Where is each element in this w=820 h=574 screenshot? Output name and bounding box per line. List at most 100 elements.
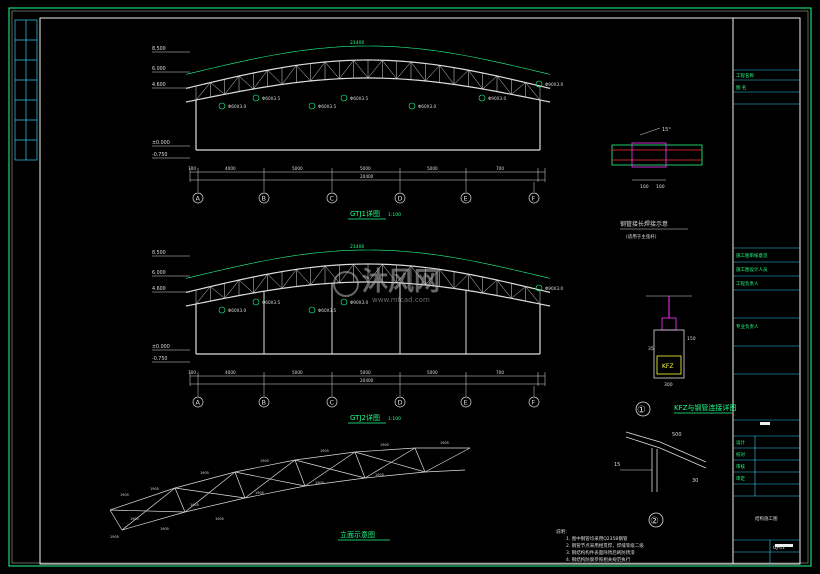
gtj2-elevation: 8.5006.0004.600±0.000-0.75021400Φ90X3.0Φ…: [152, 244, 563, 424]
web-diagonal: [210, 82, 225, 95]
elev-label: ±0.000: [152, 140, 170, 146]
member-label: Φ60X3.5: [262, 96, 280, 101]
axis-label: D: [398, 399, 403, 407]
svg-text:1905: 1905: [160, 527, 169, 531]
elevation-scale: 1:100: [388, 212, 401, 218]
gtj1-elevation: 8.5006.0004.600±0.000-0.75021400Φ90X3.0Φ…: [152, 40, 563, 220]
detail-pipe-splice: 15° 100 100 钢管接长焊接示意 (适用于主弦杆): [611, 127, 703, 240]
pipe-dim-b: 100: [656, 184, 665, 190]
detail-1-marker: ①: [637, 405, 646, 416]
tb-row-0: 工程名称: [736, 72, 754, 79]
tb-row-1: 图 名: [736, 84, 746, 91]
svg-text:1905: 1905: [320, 449, 329, 453]
web-diagonal: [410, 265, 426, 286]
web-diagonal: [496, 279, 512, 299]
svg-text:1905: 1905: [190, 503, 199, 507]
axis-label: A: [196, 195, 201, 203]
web-diagonal: [439, 65, 455, 85]
bottom-chord: [185, 77, 551, 103]
elevation-title: GTJ2详图: [350, 413, 380, 422]
axis-label: D: [398, 195, 403, 203]
web-diagonal: [353, 60, 369, 79]
bay-dim: 5000: [292, 370, 303, 375]
kfz-title: KFZ与钢管连接详图: [674, 403, 736, 412]
web-diagonal: [439, 269, 455, 289]
overall-dim: 20400: [360, 174, 374, 179]
svg-text:1905: 1905: [375, 473, 384, 477]
web-diagonal: [396, 61, 412, 79]
kfz-dim-c: 35: [648, 346, 654, 352]
watermark-url: www.mfcad.com: [372, 296, 430, 304]
web-diagonal: [253, 274, 268, 294]
kfz-dim-b: 150: [687, 336, 696, 342]
tb-row-5: 专业负责人: [736, 323, 759, 330]
web-diagonal: [382, 264, 397, 283]
kfz-tag: KFZ: [662, 363, 674, 370]
member-label: Φ60X3.0: [418, 104, 436, 109]
elev-label: -0.750: [152, 152, 167, 158]
elev-label: 8.500: [152, 46, 166, 52]
axis-label: C: [330, 399, 335, 407]
svg-text:1905: 1905: [120, 493, 129, 497]
web-diagonal: [195, 82, 211, 101]
detail-2-dim-a: 15: [614, 462, 620, 468]
web-diagonal: [310, 61, 326, 82]
elev-label: 6.000: [152, 66, 166, 72]
web-diagonal: [367, 264, 383, 283]
svg-text:1905: 1905: [315, 481, 324, 485]
tb-row-8: 审核: [736, 463, 745, 470]
member-label: Φ90X3.0: [545, 82, 563, 87]
web-diagonal: [224, 75, 240, 95]
web-diagonal: [281, 269, 297, 289]
elev-label: 4.600: [152, 286, 166, 292]
web-diagonal: [496, 75, 512, 95]
member-node-marker: [252, 94, 260, 102]
bay-dim: 5000: [427, 370, 438, 375]
web-diagonal: [324, 265, 340, 283]
member-label: Φ60X3.0: [228, 308, 246, 313]
notes-heading: 说明：: [556, 528, 570, 535]
note-3: 3. 钢结构构件表面除锈后刷防锈漆: [566, 549, 635, 556]
axis-bubble: [326, 192, 338, 204]
detail-2-marker: ②: [650, 516, 659, 527]
bay-dim: 5000: [360, 370, 371, 375]
elev-label: 4.600: [152, 82, 166, 88]
axis-label: F: [532, 195, 536, 203]
watermark: 沐风网 www.mfcad.com: [333, 267, 440, 304]
note-4: 4. 钢结构防腐参照相关规范执行: [566, 556, 631, 563]
web-diagonal: [210, 286, 225, 299]
bottom-chord: [185, 281, 551, 307]
svg-text:1905: 1905: [255, 491, 264, 495]
tb-drawing-no: GJ-01: [773, 545, 785, 551]
web-diagonal: [511, 82, 526, 95]
web-diagonal: [310, 265, 326, 286]
axis-bubble: [460, 396, 472, 408]
bay-dim: 5000: [292, 166, 303, 171]
web-diagonal: [267, 273, 283, 289]
axis-bubble: [394, 192, 406, 204]
watermark-text: 沐风网: [362, 267, 440, 297]
web-diagonal: [396, 265, 412, 283]
elev-label: 8.500: [152, 250, 166, 256]
pipe-dim-a: 100: [640, 184, 649, 190]
web-diagonal: [425, 269, 440, 286]
kfz-dim-a: 300: [664, 382, 673, 388]
note-2: 2. 钢管节点采用相贯焊，焊缝等级二级: [566, 542, 644, 549]
span-dim-arc: [185, 249, 551, 279]
member-node-marker: [535, 80, 543, 88]
axis-bubble: [460, 192, 472, 204]
web-diagonal: [324, 61, 340, 79]
axis-bubble: [528, 192, 540, 204]
svg-text:1905: 1905: [440, 441, 449, 445]
title-block: 工程名称 图 名 施工图审核意见 施工图设计人员 工程负责人 专业负责人 设计 …: [732, 17, 801, 565]
web-diagonal: [453, 273, 469, 289]
elev-label: -0.750: [152, 356, 167, 362]
bay-dim: 4000: [225, 370, 236, 375]
web-diagonal: [367, 60, 383, 79]
web-diagonal: [195, 286, 211, 305]
member-label: Φ90X3.0: [545, 286, 563, 291]
detail-kfz: KFZ 300 150 35 KFZ与钢管连接详图: [646, 295, 736, 414]
web-diagonal: [224, 279, 240, 299]
detail-bracket: ① 15 30 500 ②: [614, 401, 707, 528]
